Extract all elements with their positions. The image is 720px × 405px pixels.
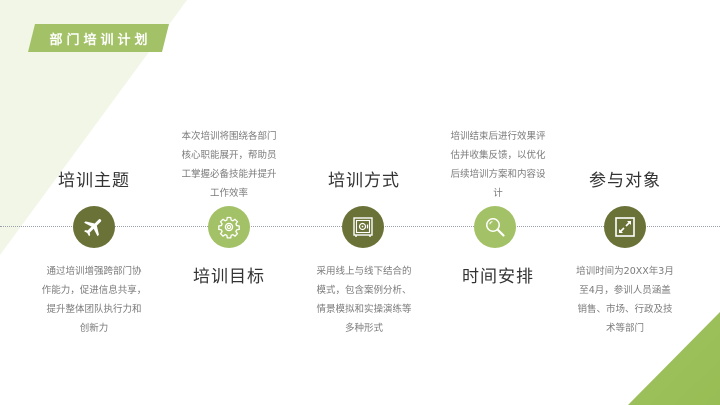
safe-icon xyxy=(353,217,373,237)
heading-schedule: 时间安排 xyxy=(462,267,534,287)
description-training-theme: 通过培训增强跨部门协 作能力，促进信息共享， 提升整体团队执行力和 创新力 xyxy=(41,266,147,334)
heading-training-goal: 培训目标 xyxy=(193,267,265,287)
heading-participants: 参与对象 xyxy=(589,171,661,191)
node-participants xyxy=(604,206,646,248)
description-training-method: 采用线上与线下结合的 模式，包含案例分析、 情景模拟和实操演练等 多种形式 xyxy=(316,266,412,334)
gear-icon xyxy=(218,216,240,239)
heading-training-method: 培训方式 xyxy=(328,171,400,191)
node-schedule xyxy=(474,206,516,248)
heading-training-theme: 培训主题 xyxy=(58,171,130,191)
title-banner: 部门培训计划 xyxy=(28,24,169,52)
description-participants: 培训时间为20XX年3月 至4月，参训人员涵盖 销售、市场、行政及技 术等部门 xyxy=(576,266,674,334)
expand-icon xyxy=(615,217,635,237)
search-icon xyxy=(486,218,505,237)
slide-title: 部门培训计划 xyxy=(49,32,152,48)
description-training-goal: 本次培训将围绕各部门 核心职能展开，帮助员 工掌握必备技能并提升 工作效率 xyxy=(181,131,277,199)
description-schedule: 培训结束后进行效果评 估并收集反馈，以优化 后续培训方案和内容设 计 xyxy=(450,131,546,199)
node-training-theme xyxy=(73,206,115,248)
airplane-icon xyxy=(84,219,102,237)
node-training-goal xyxy=(208,206,250,248)
node-training-method xyxy=(342,206,384,248)
